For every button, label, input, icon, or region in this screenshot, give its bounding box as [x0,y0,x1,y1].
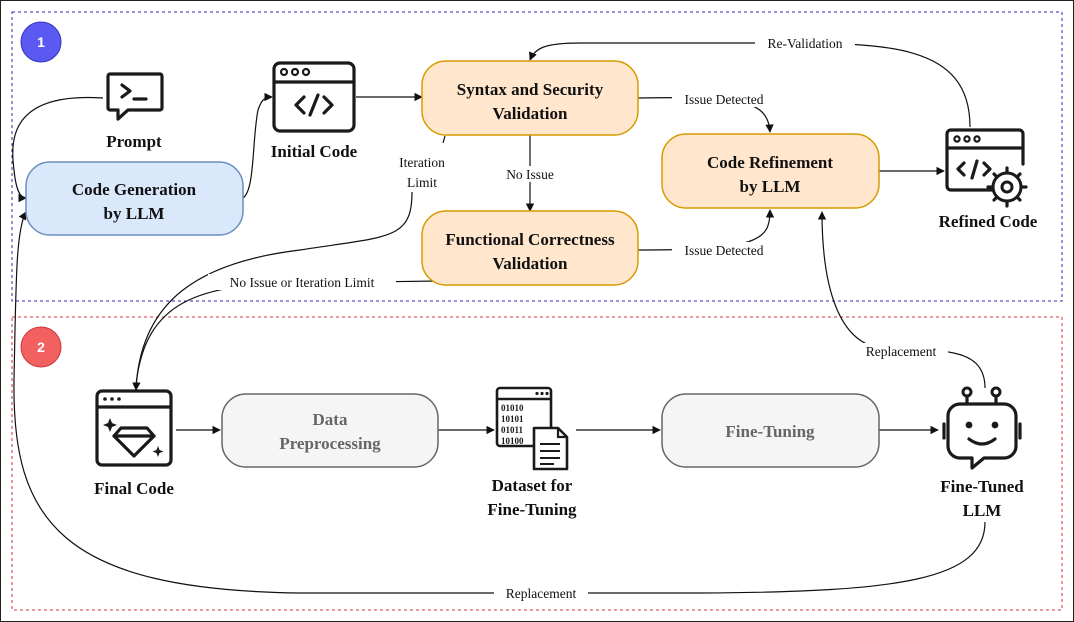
dataset-label-line2: Fine-Tuning [487,500,577,519]
section-1-badge: 1 [20,21,62,63]
edge-iteration-limit [136,135,446,390]
functional-line2: Validation [493,254,569,273]
label-iteration-limit: Iteration Limit [388,153,456,191]
edge-functional-to-final [135,280,439,386]
edge-prompt-to-generation [12,96,104,203]
diamond-window-icon [95,389,173,467]
edge-replacement-bottom [13,211,986,594]
no-issue-label: No Issue [506,167,554,182]
code-settings-icon [945,128,1028,208]
svg-text:01011: 01011 [501,425,524,435]
section-1-badge-text: 1 [37,34,45,50]
label-re-validation: Re-Validation [755,35,855,51]
code-window-icon [272,61,356,133]
node-functional-correctness-validation[interactable]: Functional Correctness Validation [421,210,639,286]
fine-tuned-label-line2: LLM [963,501,1002,520]
prompt-label: Prompt [106,132,162,151]
prompt-icon [106,72,164,121]
syntax-line1: Syntax and Security [457,80,604,99]
syntax-line2: Validation [493,104,569,123]
iteration-label: Iteration [399,155,445,170]
refinement-line1: Code Refinement [707,153,833,172]
svg-text:10101: 10101 [501,414,524,424]
final-code-label: Final Code [94,479,174,498]
node-code-refinement[interactable]: Code Refinement by LLM [661,133,880,209]
node-fine-tuning[interactable]: Fine-Tuning [661,393,880,468]
replacement-label: Replacement [866,344,937,359]
preprocessing-line2: Preprocessing [279,434,381,453]
fine-tuning-label: Fine-Tuning [725,422,815,441]
node-syntax-security-validation[interactable]: Syntax and Security Validation [421,60,639,136]
issue-detected-label: Issue Detected [684,92,763,107]
edge-generation-to-initial [242,92,273,199]
limit-label: Limit [407,175,437,190]
initial-code-label: Initial Code [271,142,358,161]
no-issue-or-limit-label: No Issue or Iteration Limit [230,275,375,290]
section-2-container [11,316,1063,611]
preprocessing-line1: Data [313,410,348,429]
robot-icon [942,386,1022,470]
code-generation-line1: Code Generation [72,180,197,199]
section-2-badge: 2 [20,326,62,368]
svg-text:10100: 10100 [501,436,524,446]
node-data-preprocessing[interactable]: Data Preprocessing [221,393,439,468]
section-1-container [11,11,1063,302]
dataset-icon: 01010 10101 01011 10100 [495,386,569,471]
label-replacement-top: Replacement [854,343,948,359]
refinement-line2: by LLM [740,177,801,196]
fine-tuned-label-line1: Fine-Tuned [940,477,1024,496]
code-generation-line2: by LLM [104,204,165,223]
label-issue-detected-2: Issue Detected [672,242,776,258]
label-no-issue: No Issue [498,166,562,182]
label-replacement-bottom: Replacement [494,585,588,601]
edge-replacement-top [817,211,986,389]
replacement-label: Replacement [506,586,577,601]
label-issue-detected-1: Issue Detected [672,91,776,107]
svg-text:01010: 01010 [501,403,524,413]
refined-code-label: Refined Code [939,212,1038,231]
label-no-issue-or-limit: No Issue or Iteration Limit [208,274,396,290]
re-validation-label: Re-Validation [768,36,843,51]
issue-detected-label: Issue Detected [684,243,763,258]
functional-line1: Functional Correctness [445,230,615,249]
section-2-badge-text: 2 [37,339,45,355]
node-code-generation[interactable]: Code Generation by LLM [25,161,244,236]
dataset-label-line1: Dataset for [492,476,573,495]
